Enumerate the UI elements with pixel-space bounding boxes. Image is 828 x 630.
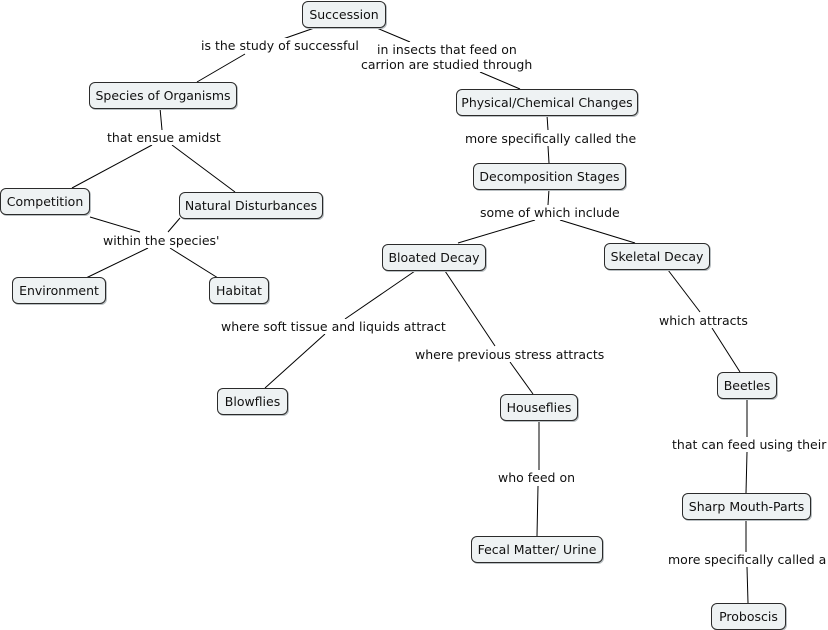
- link-which-attracts: which attracts: [658, 313, 749, 328]
- concept-blowflies[interactable]: Blowflies: [217, 388, 288, 415]
- concept-succession[interactable]: Succession: [302, 1, 386, 28]
- connector: [746, 566, 749, 604]
- concept-species-of-organisms[interactable]: Species of Organisms: [89, 82, 237, 109]
- connector: [509, 361, 534, 395]
- connector: [711, 327, 741, 373]
- connector: [479, 71, 521, 90]
- link-who-feed-on: who feed on: [497, 470, 577, 485]
- connector: [279, 25, 321, 41]
- connector: [89, 216, 141, 233]
- concept-habitat[interactable]: Habitat: [209, 277, 269, 304]
- connector: [444, 270, 496, 347]
- concept-physical-chemical-changes[interactable]: Physical/Chemical Changes: [456, 89, 638, 116]
- concept-bloated-decay[interactable]: Bloated Decay: [382, 244, 486, 271]
- connector: [264, 333, 326, 389]
- connector: [536, 485, 539, 537]
- concept-proboscis[interactable]: Proboscis: [711, 603, 786, 630]
- concept-environment[interactable]: Environment: [12, 277, 106, 304]
- concept-fecal-matter-urine[interactable]: Fecal Matter/ Urine: [471, 536, 603, 563]
- concept-beetles[interactable]: Beetles: [717, 372, 777, 399]
- connector: [167, 217, 181, 233]
- concept-decomposition-stages[interactable]: Decomposition Stages: [473, 163, 626, 190]
- concept-natural-disturbances[interactable]: Natural Disturbances: [179, 192, 323, 219]
- connector: [667, 269, 701, 313]
- link-in-insects-line2: carrion are studied through: [360, 57, 533, 72]
- link-more-specifically-called-a: more specifically called a: [667, 552, 828, 567]
- link-that-can-feed: that can feed using their: [671, 437, 828, 452]
- connector: [196, 53, 246, 83]
- connector: [546, 114, 549, 131]
- concept-competition[interactable]: Competition: [0, 188, 90, 215]
- connector: [745, 451, 748, 494]
- connector: [159, 107, 163, 131]
- link-in-insects: in insects that feed on: [376, 42, 517, 57]
- connector: [169, 247, 219, 279]
- connector: [171, 144, 236, 193]
- link-some-of-which-include: some of which include: [479, 205, 621, 220]
- connector: [457, 219, 536, 244]
- link-where-soft-tissue: where soft tissue and liquids attract: [220, 319, 447, 334]
- connector: [344, 270, 416, 320]
- concept-houseflies[interactable]: Houseflies: [500, 394, 578, 421]
- link-that-ensue-amidst: that ensue amidst: [106, 130, 222, 145]
- link-within-the-species: within the species': [102, 233, 221, 248]
- concept-sharp-mouth-parts[interactable]: Sharp Mouth-Parts: [682, 493, 811, 520]
- concept-skeletal-decay[interactable]: Skeletal Decay: [604, 243, 710, 270]
- connector: [371, 25, 411, 43]
- connector: [71, 144, 153, 189]
- link-more-specifically-called-the: more specifically called the: [464, 131, 638, 146]
- connector: [547, 145, 550, 164]
- link-where-previous-stress: where previous stress attracts: [414, 347, 606, 362]
- connector: [559, 219, 636, 244]
- connector: [547, 188, 550, 206]
- connector: [85, 247, 149, 279]
- link-is-the-study-of: is the study of successful: [200, 38, 360, 53]
